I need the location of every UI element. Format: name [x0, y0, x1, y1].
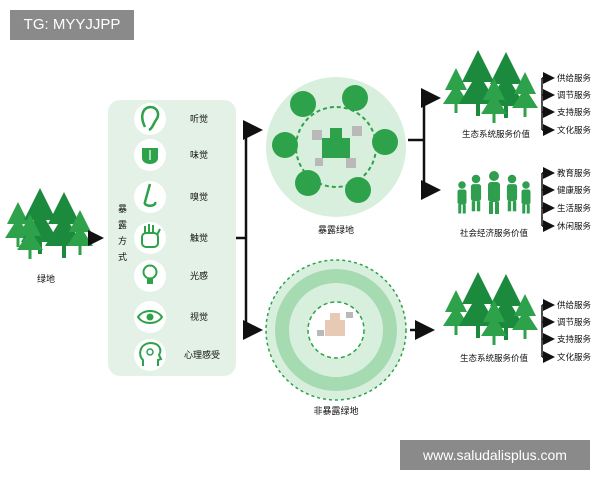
socio-value-label: 社会经济服务价值	[460, 228, 529, 239]
socio-service-2: 健康服务	[557, 185, 592, 196]
top-tag: TG: MYYJJPP	[10, 10, 134, 40]
socio-service-4: 休闲服务	[557, 221, 592, 232]
eco-value-label-bottom: 生态系统服务价值	[460, 353, 529, 364]
tongue-icon	[134, 139, 166, 171]
exposed-green-label: 暴露绿地	[318, 224, 354, 236]
branch-arrows	[236, 120, 263, 340]
socio-service-1: 教育服务	[557, 168, 592, 179]
non-exposed-green-label: 非暴露绿地	[313, 405, 358, 417]
exposed-outcome-arrows	[408, 88, 441, 200]
eco-services-bracket-top	[541, 72, 555, 136]
sense-label-light: 光感	[190, 270, 208, 282]
eco-value-label-top: 生态系统服务价值	[462, 129, 531, 140]
eco-service-top-2: 调节服务	[557, 90, 592, 101]
socio-service-3: 生活服务	[557, 203, 592, 214]
exposure-char-3: 方	[118, 235, 127, 247]
socio-services-bracket	[541, 167, 555, 232]
exposure-char-2: 露	[118, 220, 127, 231]
green-space-label: 绿地	[37, 273, 55, 285]
eye-icon	[134, 301, 166, 333]
sense-label-sight: 视觉	[190, 311, 208, 323]
sense-label-taste: 味觉	[190, 149, 208, 161]
eco-service-bottom-4: 文化服务	[557, 352, 592, 363]
people-group-icon	[457, 171, 531, 214]
ecosystem-forest-icon-bottom	[443, 272, 538, 345]
nose-icon	[134, 181, 166, 213]
sense-label-touch: 触觉	[190, 232, 208, 244]
sense-label-smell: 嗅觉	[190, 191, 208, 203]
watermark-url: www.saludalisplus.com	[400, 440, 590, 470]
ear-icon	[134, 103, 166, 135]
eco-service-top-1: 供给服务	[557, 73, 592, 84]
exposed-green-diagram	[266, 77, 406, 217]
eco-service-bottom-1: 供给服务	[557, 300, 592, 311]
eco-service-top-4: 文化服务	[557, 125, 592, 136]
sense-label-psychological: 心理感受	[184, 349, 220, 361]
head-mind-icon	[134, 339, 166, 371]
eco-service-bottom-3: 支持服务	[557, 334, 592, 345]
eco-service-bottom-2: 调节服务	[557, 317, 592, 328]
light-bulb-icon	[134, 260, 166, 292]
sense-label-hearing: 听觉	[190, 114, 208, 125]
eco-services-bracket-bottom	[541, 299, 555, 363]
hand-icon	[134, 222, 166, 254]
exposure-char-4: 式	[118, 251, 127, 263]
green-space-forest-icon	[5, 188, 93, 259]
exposure-char-1: 暴	[118, 204, 127, 215]
non-exposed-green-diagram	[265, 259, 407, 401]
ecosystem-forest-icon-top	[443, 50, 538, 123]
eco-service-top-3: 支持服务	[557, 107, 592, 118]
exposure-panel	[108, 100, 236, 376]
